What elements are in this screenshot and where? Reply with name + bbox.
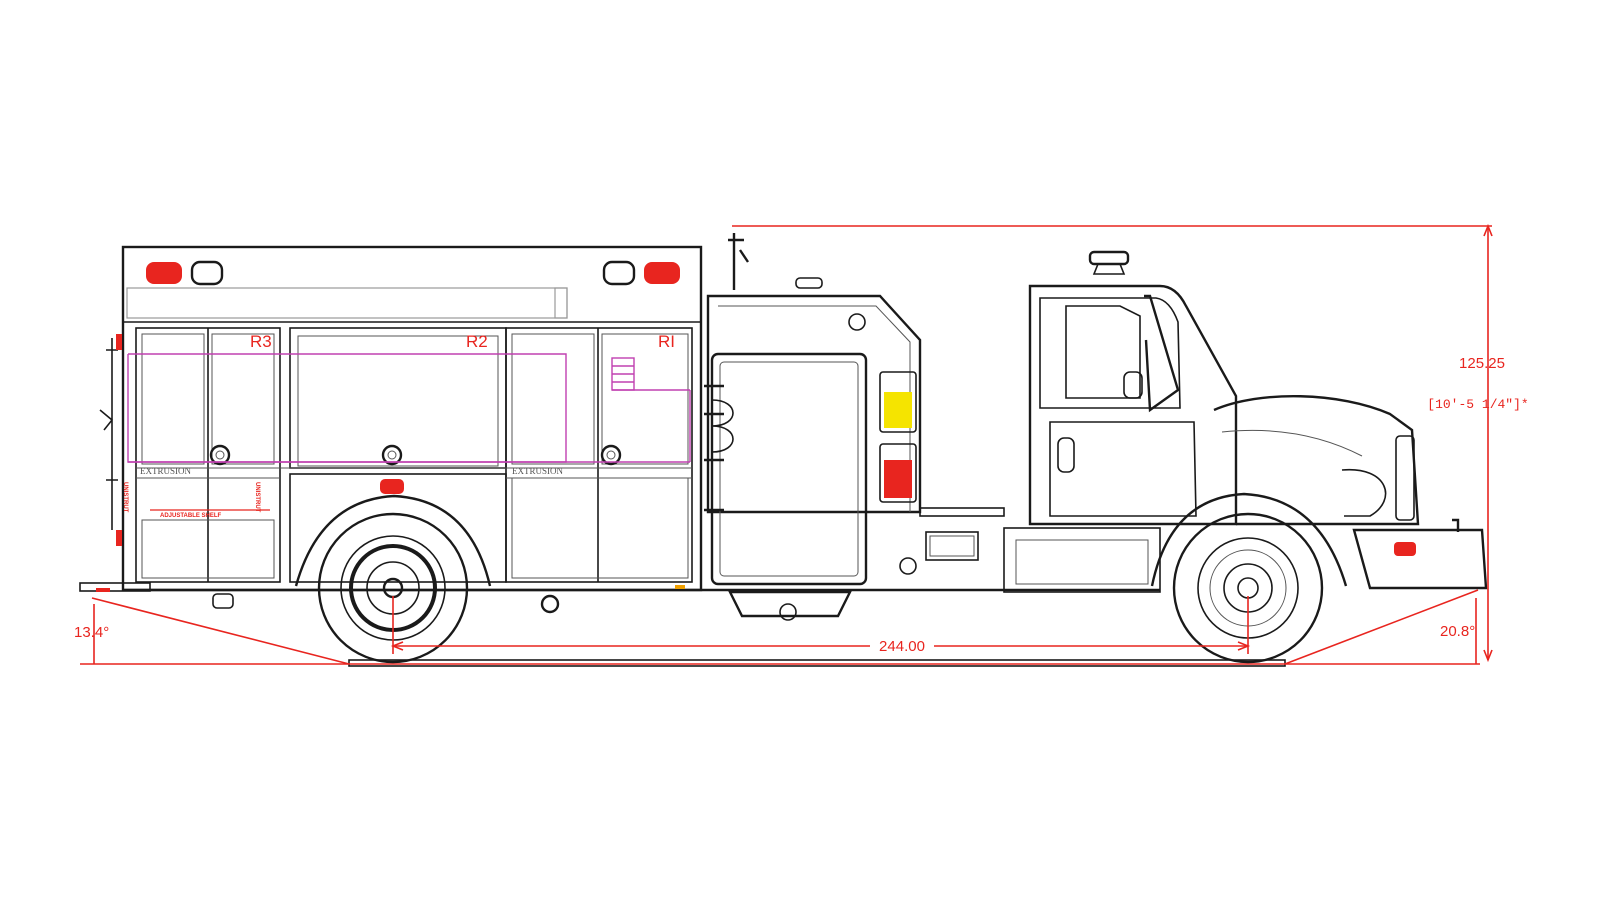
upper-warning-lights <box>146 260 680 286</box>
compartment-r2-label: R2 <box>466 332 488 351</box>
hose-bed-outline <box>127 353 691 463</box>
departure-angle-dimension <box>91 597 350 665</box>
unistrut-label-right: UNISTRUT <box>254 482 260 513</box>
height-dimension <box>732 223 1493 663</box>
wheelbase-dimension <box>390 596 1251 654</box>
marker-lights <box>96 334 685 592</box>
cab <box>1000 250 1488 593</box>
height-feet: [10'-5 1/4"]* <box>1427 397 1528 412</box>
front-wheel <box>1150 492 1348 664</box>
extrusion-label-left: EXTRUSION <box>140 466 191 476</box>
amber-light <box>884 392 912 428</box>
pump-module <box>701 233 1005 621</box>
height-value: 125.25 <box>1459 355 1505 372</box>
approach-angle-value: 20.8° <box>1440 623 1475 640</box>
departure-angle-value: 13.4° <box>74 624 109 641</box>
extrusion-label-right: EXTRUSION <box>512 466 563 476</box>
red-light <box>884 460 912 498</box>
ground-line <box>80 659 1480 667</box>
apparatus-body <box>79 245 703 614</box>
compartment-r3-label: R3 <box>250 332 272 351</box>
wheelbase-value: 244.00 <box>879 638 925 655</box>
approach-angle-dimension <box>1284 589 1479 665</box>
unistrut-label-left: UNISTRUT <box>122 482 128 513</box>
adjustable-shelf-label: ADJUSTABLE SHELF <box>160 513 222 519</box>
compartment-r1-label: RI <box>658 332 675 351</box>
